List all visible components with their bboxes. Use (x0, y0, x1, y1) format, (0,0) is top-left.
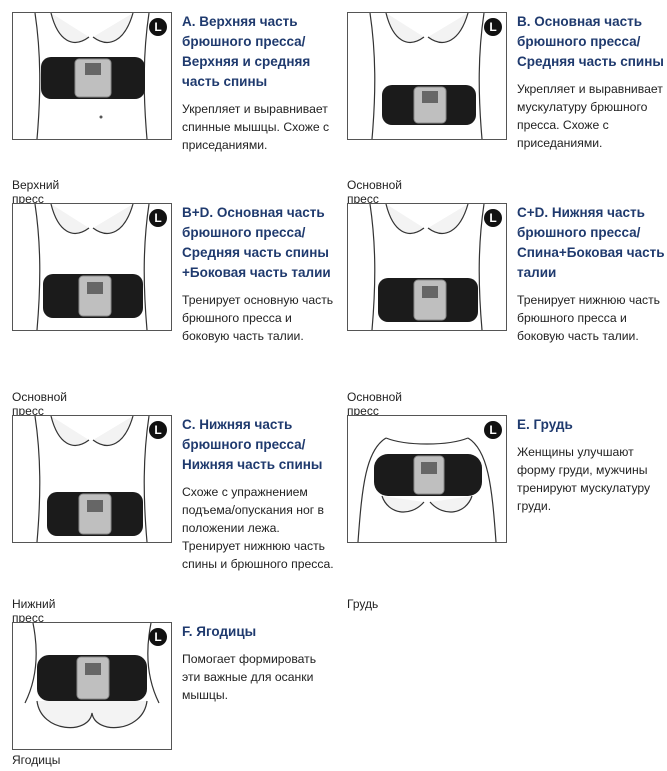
item-title: E. Грудь (517, 417, 573, 432)
item-title: B. Основная часть брюшного пресса/ Средн… (517, 14, 664, 69)
item-description: Женщины улучшают форму груди, мужчины тр… (517, 445, 651, 513)
item-description: Тренирует основную часть брюшного пресса… (182, 293, 334, 343)
item-title: A. Верхняя часть брюшного пресса/ Верхня… (182, 14, 311, 89)
item-description: Помогает формировать эти важные для осан… (182, 652, 317, 702)
torso-belt-lower-side-illustration (369, 204, 485, 330)
item-description: Схоже с упражнением подъема/опускания но… (182, 485, 334, 571)
figure-b: L (347, 12, 507, 140)
item-title: C. Нижняя часть брюшного пресса/ Нижняя … (182, 417, 323, 472)
torso-belt-upper-illustration (34, 13, 150, 139)
figure-f: L (12, 622, 172, 750)
badge-l: L (484, 18, 502, 36)
item-title: B+D. Основная часть брюшного пресса/Сред… (182, 205, 331, 280)
item-caption: Основной пресс (347, 178, 403, 206)
item-bd-text: B+D. Основная часть брюшного пресса/Сред… (182, 203, 334, 345)
figure-c: L (12, 415, 172, 543)
figure-bd: L (12, 203, 172, 331)
item-caption: Верхний пресс (12, 178, 60, 206)
item-caption: Грудь (347, 597, 379, 611)
item-caption: Нижний пресс (12, 597, 56, 625)
figure-cd: L (347, 203, 507, 331)
badge-l: L (149, 18, 167, 36)
badge-l: L (484, 209, 502, 227)
item-caption: Основной пресс (12, 390, 68, 418)
figure-e: L (347, 415, 507, 543)
figure-a: L (12, 12, 172, 140)
badge-l: L (149, 209, 167, 227)
item-caption: Ягодицы (12, 753, 61, 767)
item-description: Тренирует нижнюю часть брюшного пресса и… (517, 293, 661, 343)
item-f-text: F. Ягодицы Помогает формировать эти важн… (182, 622, 334, 704)
badge-l: L (149, 628, 167, 646)
item-c-text: C. Нижняя часть брюшного пресса/ Нижняя … (182, 415, 334, 573)
badge-l: L (484, 421, 502, 439)
item-cd-text: C+D. Нижняя часть брюшного пресса/ Спина… (517, 203, 667, 345)
torso-belt-lower-illustration (34, 416, 150, 542)
item-description: Укрепляет и выравнивает мускулатуру брюш… (517, 82, 663, 150)
item-a-text: A. Верхняя часть брюшного пресса/ Верхня… (182, 12, 334, 154)
item-description: Укрепляет и выравнивает спинные мышцы. С… (182, 102, 330, 152)
item-title: F. Ягодицы (182, 624, 257, 639)
item-b-text: B. Основная часть брюшного пресса/ Средн… (517, 12, 667, 152)
chest-belt-illustration (357, 437, 497, 542)
item-e-text: E. Грудь Женщины улучшают форму груди, м… (517, 415, 667, 515)
buttocks-belt-illustration (24, 623, 160, 729)
torso-belt-middle-illustration (369, 13, 485, 139)
item-title: C+D. Нижняя часть брюшного пресса/ Спина… (517, 205, 665, 280)
torso-belt-middle-side-illustration (34, 204, 150, 330)
badge-l: L (149, 421, 167, 439)
item-caption: Основной пресс (347, 390, 403, 418)
